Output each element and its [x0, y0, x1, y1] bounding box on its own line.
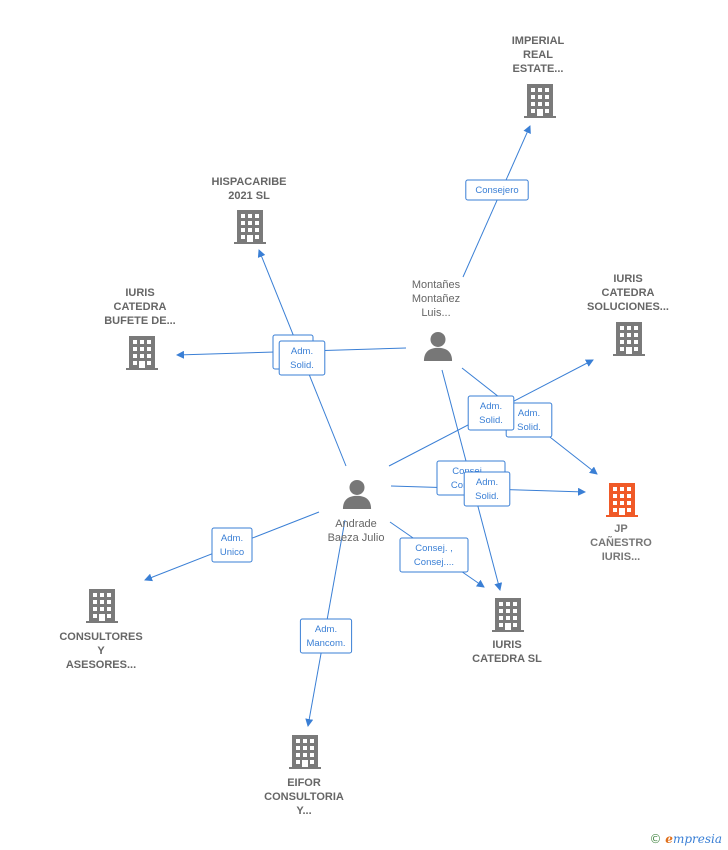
building-icon [234, 210, 266, 244]
node-label: Montañes [412, 279, 461, 291]
edge-label-montanes-imperial[interactable]: Consejero [465, 179, 529, 201]
person-icon [342, 479, 372, 509]
node-label: Baeza Julio [328, 532, 385, 544]
node-bufete[interactable]: IURIS CATEDRA BUFETE DE... [104, 287, 176, 370]
nodes-layer: IMPERIAL REAL ESTATE... HISPACARIBE 2021 SL I… [59, 35, 669, 817]
edge-label-andrade-hispacaribe[interactable]: Adm. Solid. [278, 340, 326, 376]
node-label: CATEDRA SL [472, 653, 542, 665]
building-icon [289, 735, 321, 769]
node-label: ASESORES... [66, 659, 136, 671]
edge-label-montanes-jp[interactable]: Adm. Solid. [505, 402, 553, 438]
node-label: IMPERIAL [512, 35, 565, 47]
node-eifor[interactable]: EIFOR CONSULTORIA Y... [264, 735, 344, 817]
node-label: 2021 SL [228, 190, 270, 202]
edge-label-box [211, 527, 253, 563]
node-label: Y... [296, 805, 311, 817]
edge-montanes-to-imperial [462, 125, 531, 278]
edge-label-andrade-catedra[interactable]: Consej. , Consej.... [399, 537, 469, 573]
building-icon [613, 322, 645, 356]
edge-label-box [399, 537, 469, 573]
node-label: EIFOR [287, 777, 321, 789]
building-icon [492, 598, 524, 632]
node-hispacaribe[interactable]: HISPACARIBE 2021 SL [212, 176, 287, 244]
empresia-logo[interactable]: © empresia [649, 832, 722, 846]
node-label: Andrade [335, 518, 377, 530]
brand-name: mpresia [672, 832, 722, 846]
edge-label-text: Solid. [475, 491, 499, 502]
node-label: CATEDRA [114, 301, 167, 313]
node-soluciones[interactable]: IURIS CATEDRA SOLUCIONES... [587, 273, 669, 356]
edge-label-andrade-eifor[interactable]: Adm. Mancom. [299, 618, 353, 654]
edge-label-andrade-consultores[interactable]: Adm. Unico [211, 527, 253, 563]
edge-label-andrade-soluciones[interactable]: Adm. Solid. [467, 395, 515, 431]
person-icon [423, 331, 453, 361]
edge-label-andrade-jp[interactable]: Adm. Solid. [463, 471, 511, 507]
edge-label-text: Consej.... [414, 557, 454, 568]
node-label: IURIS... [602, 551, 641, 563]
building-icon [126, 336, 158, 370]
node-label: Y [97, 645, 105, 657]
node-label: ESTATE... [513, 63, 564, 75]
edge-label-text: Adm. [476, 477, 498, 488]
edge-label-text: Mancom. [306, 638, 345, 649]
building-icon [606, 483, 638, 517]
brand-initial: e [665, 832, 673, 846]
edge-label-text: Consej. , [415, 543, 453, 554]
node-label: CATEDRA [602, 287, 655, 299]
node-montanes[interactable]: MontañesMontañezLuis... [412, 279, 461, 361]
edge-label-box [463, 471, 511, 507]
node-label: HISPACARIBE [212, 176, 287, 188]
edge-label-text: Consejero [475, 185, 518, 196]
node-label: SOLUCIONES... [587, 301, 669, 313]
node-label: CONSULTORIA [264, 791, 344, 803]
node-label: CONSULTORES [59, 631, 142, 643]
edge-label-text: Adm. [480, 401, 502, 412]
node-label: Luis... [421, 307, 450, 319]
node-label: REAL [523, 49, 553, 61]
building-icon [86, 589, 118, 623]
node-label: Montañez [412, 293, 460, 305]
edge-label-text: Solid. [290, 360, 314, 371]
node-catedra[interactable]: IURIS CATEDRA SL [472, 598, 542, 665]
edge-label-box [278, 340, 326, 376]
node-label: IURIS [125, 287, 154, 299]
edge-label-text: Adm. [221, 533, 243, 544]
node-label: JP [614, 523, 627, 535]
node-consultores[interactable]: CONSULTORES Y ASESORES... [59, 589, 143, 671]
edge-label-text: Solid. [479, 415, 503, 426]
node-label: IURIS [613, 273, 642, 285]
building-icon [524, 84, 556, 118]
node-label: CAÑESTRO [590, 536, 652, 549]
edge-label-text: Adm. [518, 408, 540, 419]
node-imperial[interactable]: IMPERIAL REAL ESTATE... [512, 35, 565, 118]
edge-label-text: Unico [220, 547, 244, 558]
edge-label-box [465, 179, 529, 201]
edge-label-box [299, 618, 353, 654]
edge-label-box [467, 395, 515, 431]
edge-label-text: Adm. [291, 346, 313, 357]
node-label: IURIS [492, 639, 521, 651]
edge-label-text: Adm. [315, 624, 337, 635]
edge-label-text: Solid. [517, 422, 541, 433]
copyright-icon: © [649, 832, 662, 846]
node-label: BUFETE DE... [104, 315, 176, 327]
